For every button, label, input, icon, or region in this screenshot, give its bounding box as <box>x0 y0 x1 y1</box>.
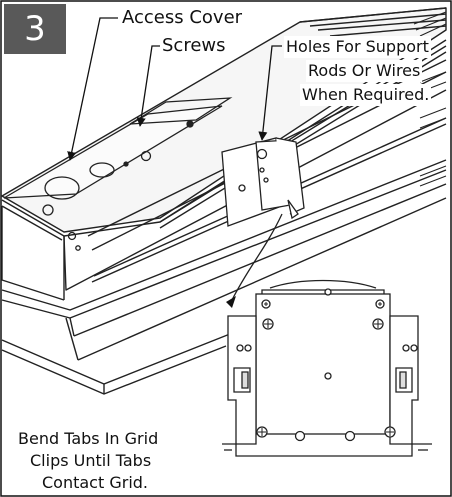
label-screws: Screws <box>160 35 228 56</box>
leader-support-holes <box>258 45 282 141</box>
label-bend-line3: Contact Grid. <box>40 472 150 494</box>
grid-clip <box>67 137 305 251</box>
cover-hole-large <box>44 176 80 200</box>
access-cover-plate <box>3 97 233 216</box>
label-bend-line2: Clips Until Tabs <box>28 450 154 472</box>
cover-screw-center <box>140 150 152 162</box>
label-holes-line2: Rods Or Wires <box>306 60 423 82</box>
label-holes-line3: When Required. <box>300 84 432 106</box>
cover-hole-small <box>89 162 115 178</box>
cover-screw-left <box>42 204 54 216</box>
detail-callout-arrow <box>231 213 283 301</box>
leader-access-cover <box>67 17 118 161</box>
detail-screws <box>258 302 394 436</box>
label-holes-line1: Holes For Support <box>284 36 431 58</box>
detail-view <box>222 279 432 457</box>
label-bend-line1: Bend Tabs In Grid <box>16 428 161 450</box>
step-number-badge: 3 <box>4 4 66 54</box>
leader-screws <box>136 45 160 127</box>
label-access-cover: Access Cover <box>120 7 245 28</box>
